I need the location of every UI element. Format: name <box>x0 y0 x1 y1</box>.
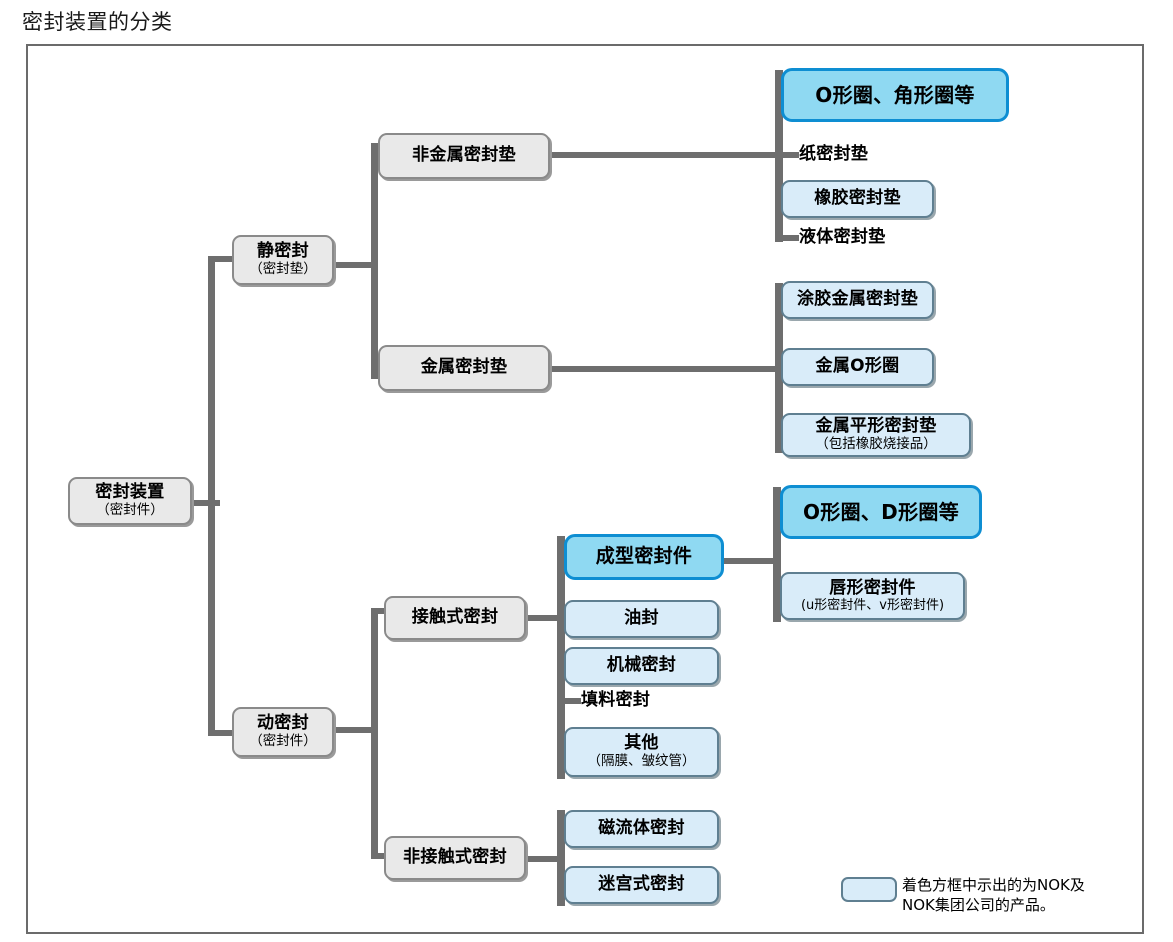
connector-contact-children-spine <box>557 536 565 779</box>
node-metal-gasket[interactable]: 金属密封垫 <box>378 345 550 391</box>
connector-paper-stub <box>775 152 799 158</box>
connector-static-stub <box>208 256 236 262</box>
connector-molded-children-spine <box>773 487 781 622</box>
connector-dynamic-stub <box>208 730 236 736</box>
connector-metal-children-spine <box>775 283 783 453</box>
node-oil-seal[interactable]: 油封 <box>564 600 719 638</box>
node-oring-dring[interactable]: O形圈、D形圈等 <box>780 485 982 539</box>
node-liquid-gasket-title: 液体密封垫 <box>799 227 886 248</box>
node-coated-metal-gasket-title: 涂胶金属密封垫 <box>796 289 919 310</box>
node-rubber-gasket[interactable]: 橡胶密封垫 <box>781 180 934 218</box>
node-static-seal-title: 静密封 <box>257 241 309 262</box>
node-root[interactable]: 密封装置 （密封件） <box>68 477 192 525</box>
legend-color-swatch <box>841 877 897 902</box>
node-contact-seal[interactable]: 接触式密封 <box>384 596 526 640</box>
connector-root-stub <box>190 500 220 506</box>
node-static-seal-subtitle: （密封垫） <box>249 261 317 278</box>
node-mechanical-seal[interactable]: 机械密封 <box>564 647 719 685</box>
connector-noncontact-stub <box>371 853 391 859</box>
node-oring-dring-title: O形圈、D形圈等 <box>802 499 959 524</box>
node-magnetic-fluid-seal-title: 磁流体密封 <box>598 818 685 839</box>
node-metal-flat-gasket-subtitle: （包括橡胶烧接品） <box>815 436 937 453</box>
node-molded-seal[interactable]: 成型密封件 <box>564 534 724 580</box>
node-molded-seal-title: 成型密封件 <box>595 545 693 568</box>
node-root-subtitle: （密封件） <box>96 502 164 519</box>
connector-molded-out <box>722 558 780 564</box>
node-packing-seal-title: 填料密封 <box>581 690 651 711</box>
node-other-seal-subtitle: （隔膜、皱纹管） <box>587 753 696 770</box>
node-noncontact-seal-title: 非接触式密封 <box>403 847 507 868</box>
connector-contact-stub <box>371 608 391 614</box>
connector-dynamic-out <box>330 727 378 733</box>
node-coated-metal-gasket[interactable]: 涂胶金属密封垫 <box>781 281 934 319</box>
connector-metal-out <box>548 366 781 372</box>
node-static-seal[interactable]: 静密封 （密封垫） <box>232 235 334 285</box>
connector-liquid-stub <box>775 235 799 241</box>
node-other-seal[interactable]: 其他 （隔膜、皱纹管） <box>564 727 719 777</box>
node-lip-seal[interactable]: 唇形密封件 (u形密封件、v形密封件) <box>780 572 965 620</box>
node-mechanical-seal-title: 机械密封 <box>606 655 677 676</box>
connector-contact-out <box>524 615 564 621</box>
node-nonmetal-gasket-title: 非金属密封垫 <box>412 145 516 166</box>
node-other-seal-title: 其他 <box>624 733 659 754</box>
connector-noncontact-children-spine <box>557 810 565 906</box>
node-liquid-gasket[interactable]: 液体密封垫 <box>799 221 959 255</box>
node-contact-seal-title: 接触式密封 <box>411 607 499 628</box>
node-labyrinth-seal-title: 迷宫式密封 <box>598 874 685 895</box>
node-nonmetal-gasket[interactable]: 非金属密封垫 <box>378 133 550 179</box>
node-metal-flat-gasket-title: 金属平形密封垫 <box>815 416 937 437</box>
legend: 着色方框中示出的为NOK及 NOK集团公司的产品。 <box>841 876 1085 916</box>
node-paper-gasket-title: 纸密封垫 <box>799 144 869 165</box>
node-dynamic-seal-subtitle: （密封件） <box>249 733 317 750</box>
connector-static-children-spine <box>371 143 378 379</box>
node-metal-oring-title: 金属O形圈 <box>815 356 900 377</box>
node-magnetic-fluid-seal[interactable]: 磁流体密封 <box>564 810 719 848</box>
page-title: 密封装置的分类 <box>22 10 173 34</box>
node-rubber-gasket-title: 橡胶密封垫 <box>814 188 901 209</box>
node-metal-flat-gasket[interactable]: 金属平形密封垫 （包括橡胶烧接品） <box>781 413 971 457</box>
node-dynamic-seal[interactable]: 动密封 （密封件） <box>232 707 334 757</box>
connector-level1-spine <box>208 256 215 736</box>
connector-noncontact-out <box>524 856 564 862</box>
connector-packing-stub <box>557 698 581 704</box>
node-oring-square-title: O形圈、角形圈等 <box>815 82 975 107</box>
node-packing-seal[interactable]: 填料密封 <box>581 684 731 718</box>
node-dynamic-seal-title: 动密封 <box>257 713 309 734</box>
node-root-title: 密封装置 <box>95 482 165 503</box>
node-noncontact-seal[interactable]: 非接触式密封 <box>384 836 526 880</box>
node-metal-gasket-title: 金属密封垫 <box>420 357 508 378</box>
connector-nonmetal-out <box>548 152 781 158</box>
legend-text: 着色方框中示出的为NOK及 NOK集团公司的产品。 <box>902 876 1085 914</box>
node-lip-seal-title: 唇形密封件 <box>829 577 916 598</box>
node-lip-seal-subtitle: (u形密封件、v形密封件) <box>800 597 945 613</box>
node-oring-square[interactable]: O形圈、角形圈等 <box>781 68 1009 122</box>
node-labyrinth-seal[interactable]: 迷宫式密封 <box>564 866 719 904</box>
node-metal-oring[interactable]: 金属O形圈 <box>781 348 934 386</box>
connector-static-out <box>330 262 378 268</box>
node-paper-gasket[interactable]: 纸密封垫 <box>799 138 959 172</box>
connector-dynamic-children-spine <box>371 608 378 859</box>
node-oil-seal-title: 油封 <box>624 608 659 629</box>
